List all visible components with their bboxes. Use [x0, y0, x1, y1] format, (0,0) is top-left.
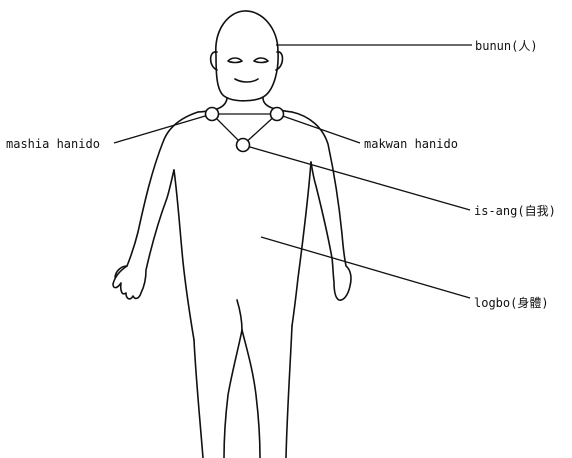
right-leg-inner — [242, 330, 260, 458]
leader-logbo — [261, 237, 470, 298]
mouth — [235, 79, 258, 82]
right-eye — [254, 58, 268, 63]
label-makwan-hanido: makwan hanido — [364, 137, 458, 151]
crotch — [237, 300, 242, 330]
label-bunun: bunun(人) — [475, 39, 538, 53]
left-shoulder-circle — [206, 108, 219, 121]
leader-mashia-hanido — [114, 114, 212, 143]
right-arm-outline — [292, 112, 351, 300]
chest-circle — [237, 139, 250, 152]
label-is-ang: is-ang(自我) — [474, 204, 556, 218]
left-torso-side — [174, 170, 194, 340]
right-leg-outer — [286, 326, 292, 458]
right-shoulder-circle — [271, 108, 284, 121]
head-outline — [216, 11, 278, 101]
right-torso-side — [292, 162, 311, 326]
leader-makwan-hanido — [277, 114, 360, 143]
left-eye — [228, 58, 242, 63]
left-leg-outer — [194, 340, 203, 458]
label-mashia-hanido: mashia hanido — [6, 137, 100, 151]
label-logbo: logbo(身體) — [474, 296, 549, 310]
left-leg-inner — [224, 330, 242, 458]
leader-is-ang — [243, 145, 470, 210]
